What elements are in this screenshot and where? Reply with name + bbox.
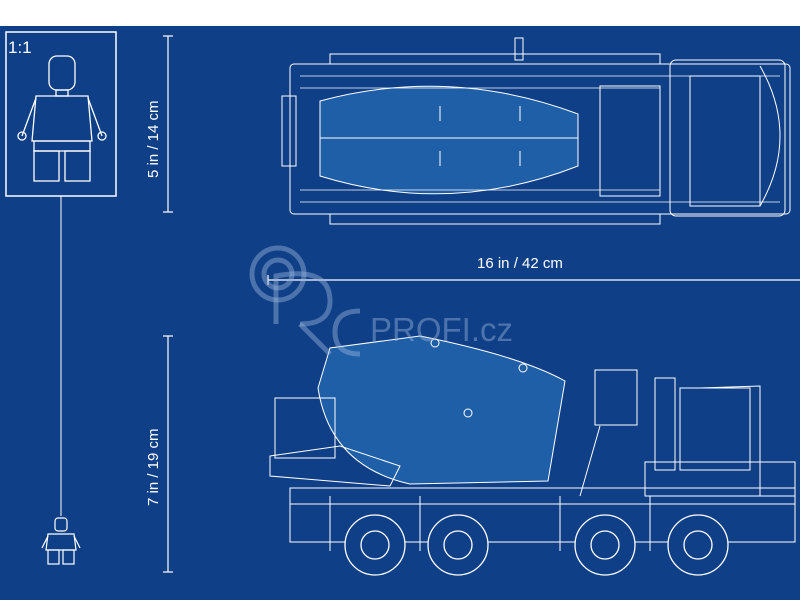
blueprint-drawing (5, 31, 800, 576)
minifigure-small-icon (41, 517, 81, 565)
truck-wheels (344, 514, 729, 576)
watermark-text: PROFI.cz (370, 311, 514, 348)
truck-top-view (281, 37, 791, 225)
scale-label: 1:1 (8, 38, 32, 57)
truck-side-view (269, 335, 796, 551)
height-side-label: 7 in / 19 cm (145, 428, 162, 506)
watermark-logo-icon (249, 245, 361, 357)
minifigure-large-icon (17, 55, 107, 182)
dimension-lines (163, 35, 800, 573)
blueprint-canvas: 1:1 5 in / 14 cm 16 in / 42 cm 7 in / 19… (0, 26, 800, 600)
length-label: 16 in / 42 cm (477, 255, 563, 272)
height-top-label: 5 in / 14 cm (145, 100, 162, 178)
